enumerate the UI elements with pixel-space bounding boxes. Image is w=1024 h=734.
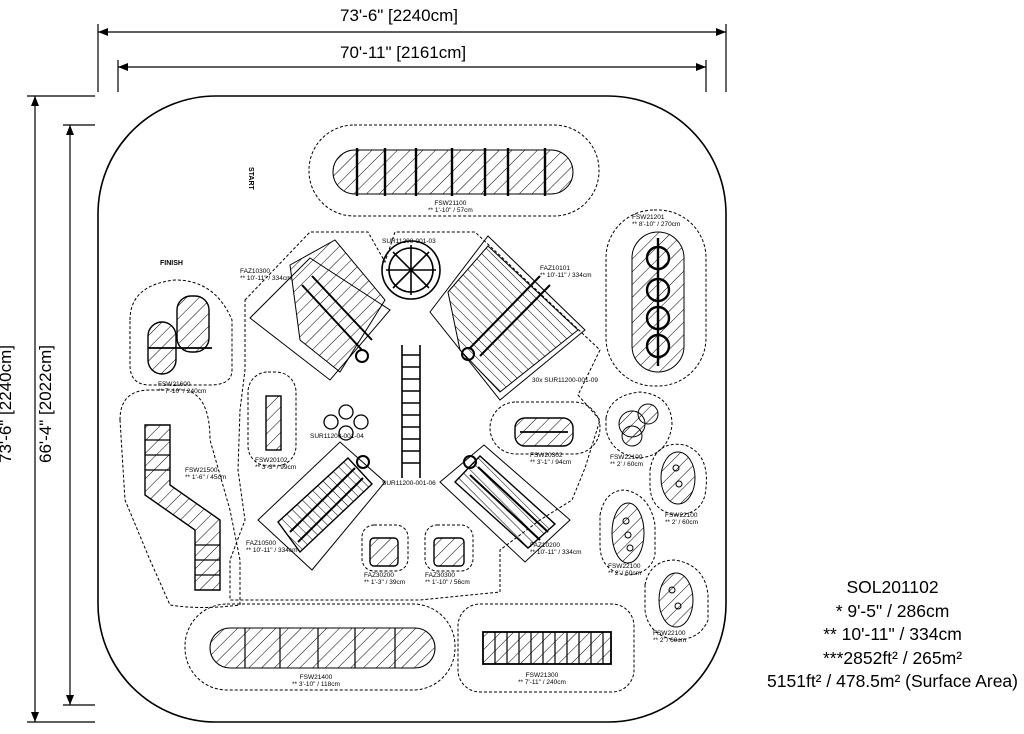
- fsw21201-element: [605, 209, 707, 387]
- faz30300-label: FAZ30300** 1'-10" / 56cm: [425, 572, 470, 586]
- faz10500-element: [257, 441, 386, 571]
- legend-model: SOL201102: [846, 577, 939, 597]
- faz10101-label: FAZ10101** 10'-11" / 334cm: [540, 265, 592, 279]
- ladder-element: [401, 345, 421, 478]
- faz10101-element: [429, 235, 586, 401]
- plan-legend: SOL201102 * 9'-5" / 286cm ** 10'-11" / 3…: [767, 576, 1018, 694]
- outer-height-dimension: 73'-6" [2240cm]: [0, 345, 15, 463]
- fsw21100-element: [308, 124, 600, 217]
- stepping-discs: [323, 404, 369, 441]
- fsw21100-label: FSW21100** 1'-10" / 57cm: [428, 200, 473, 214]
- inner-height-dimension: 66'-4" [2022cm]: [36, 345, 55, 463]
- start-marker: START: [247, 167, 254, 190]
- fsw21201-label: FSW21201** 8'-10" / 270cm: [632, 214, 681, 228]
- fsw21300-element: [457, 603, 635, 693]
- faz30200-element: [361, 524, 409, 572]
- dimension-lines: [27, 24, 727, 723]
- sur-right-label: 30x SUR11200-001-09: [532, 377, 599, 384]
- fsw20102-element: [247, 371, 297, 467]
- fsw21300-label: FSW21300** 7'-11" / 240cm: [518, 672, 566, 686]
- finish-marker: FINISH: [160, 260, 183, 267]
- fsw22100-a-label: FSW22100** 2' / 60cm: [610, 454, 644, 468]
- legend-line-1: * 9'-5" / 286cm: [835, 600, 950, 621]
- faz10300-element: [249, 239, 391, 381]
- fsw22100-a-element: [605, 391, 673, 459]
- legend-line-2: ** 10'-11" / 334cm: [823, 624, 962, 644]
- faz30300-element: [424, 524, 474, 572]
- fsw22100-d-element: [644, 559, 709, 641]
- surface-boundary: [97, 95, 727, 723]
- dimension-arrows: [31, 28, 726, 722]
- fsw22100-d-label: FSW22100** 2' / 60cm: [653, 630, 687, 644]
- fsw20102-label: FSW20102** 3'-3" / 99cm: [255, 457, 297, 471]
- fsw21500-label: FSW21500** 1'-6" / 45cm: [185, 467, 227, 481]
- outer-width-dimension: 73'-6" [2240cm]: [340, 6, 458, 25]
- faz10200-label: FAZ10200** 10'-11" / 334cm: [530, 542, 582, 556]
- fsw22100-b-element: [649, 443, 707, 516]
- fsw21400-element: [184, 603, 456, 691]
- sur-top-label: SUR11200-001-03: [382, 238, 436, 245]
- faz10500-label: FAZ10500** 10'-11" / 334cm: [246, 540, 298, 554]
- fsw20302-element: [489, 401, 601, 455]
- fsw21400-label: FSW21400** 3'-10" / 118cm: [292, 674, 340, 688]
- fsw22100-c-label: FSW22100** 2' / 60cm: [608, 563, 642, 577]
- fsw21600-element: [129, 279, 233, 386]
- fsw22100-c-element: [599, 489, 656, 576]
- legend-line-3: ***2852ft² / 265m²: [822, 647, 963, 668]
- sur-mid-label: SUR11200-001-06: [382, 480, 436, 487]
- spinner-element: [381, 240, 441, 300]
- fsw21600-label: FSW21600** 7'-10" / 240cm: [158, 381, 207, 395]
- faz10200-element: [439, 444, 571, 563]
- sur-left-label: SUR11200-001-04: [310, 433, 364, 440]
- legend-line-4: 5151ft² / 478.5m² (Surface Area): [767, 671, 1018, 691]
- inner-width-dimension: 70'-11" [2161cm]: [340, 43, 467, 62]
- faz30200-label: FAZ30200** 1'-3" / 39cm: [364, 572, 406, 586]
- fsw22100-b-label: FSW22100** 2' / 60cm: [665, 512, 699, 526]
- faz10300-label: FAZ10300** 10'-11" / 334cm: [240, 268, 292, 282]
- fsw20302-label: FSW20302** 3'-1" / 94cm: [530, 452, 572, 466]
- fsw21500-element: [119, 389, 241, 608]
